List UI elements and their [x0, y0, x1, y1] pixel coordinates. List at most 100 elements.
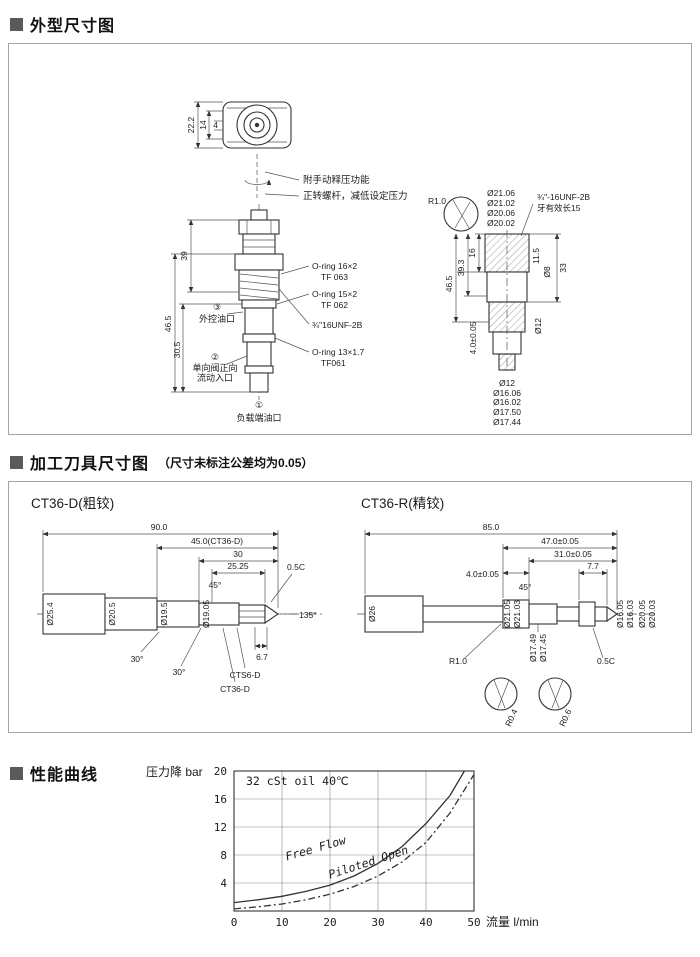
tool-ct36r-title: CT36-R(精铰) [361, 496, 444, 511]
y-tick-label: 4 [220, 877, 227, 890]
dim-r1-0: R1.0 [428, 196, 446, 206]
dim-dia-26: Ø26 [367, 606, 377, 622]
dim-r0-4: R0.4 [503, 707, 520, 728]
dim-r1-0-tool: R1.0 [449, 656, 467, 666]
dim-47-0: 47.0±0.05 [541, 536, 579, 546]
section-title-tools: 加工刀具尺寸图 [30, 456, 150, 473]
valve-profile [234, 204, 284, 400]
dim-46-5-cavity: 46.5 [444, 275, 454, 292]
dim-30-5: 30.5 [172, 341, 182, 358]
dim-0-5c: 0.5C [287, 562, 305, 572]
port-3-number: ③ [213, 302, 221, 312]
dim-4-0: 4.0±0.05 [468, 321, 478, 354]
dim-dia-17-44: Ø17.44 [493, 417, 521, 427]
callout-tf061: TF061 [321, 358, 346, 368]
dim-dia-21-02: Ø21.02 [487, 198, 515, 208]
section-header-curve: 性能曲线 [10, 761, 142, 785]
y-tick-label: 12 [214, 821, 227, 834]
port-1-label: 负载端油口 [236, 412, 281, 423]
dim-16: 16 [467, 248, 477, 258]
dim-dia-17-50: Ø17.50 [493, 407, 521, 417]
dim-dia-20-5: Ø20.5 [107, 602, 117, 625]
tool-drawing-frame: CT36-D(粗铰) 90.0 45.0(CT36-D) 30 [8, 481, 692, 733]
section-marker-icon [10, 455, 23, 469]
tool-drawings: CT36-D(粗铰) 90.0 45.0(CT36-D) 30 [31, 496, 657, 728]
dim-39: 39 [179, 251, 189, 261]
mark-cts6d: CTS6-D [230, 670, 261, 680]
y-tick-label: 20 [214, 765, 227, 778]
curve-label-free-flow: Free Flow [284, 833, 349, 864]
x-tick-label: 10 [275, 916, 288, 929]
dim-dia-20-03: Ø20.03 [647, 600, 657, 628]
note-manual-release: 附手动释压功能 [303, 174, 370, 186]
dim-45deg: 45° [209, 580, 222, 590]
dim-dia-21-05: Ø21.05 [502, 600, 512, 628]
curve-piloted-open [233, 774, 475, 910]
mark-ct36d: CT36-D [220, 684, 250, 694]
y-tick-label: 16 [214, 793, 227, 806]
dim-25-25: 25.25 [227, 561, 249, 571]
rotation-symbol [244, 154, 272, 198]
cavity-section-view: R1.0 Ø21.06 Ø21.02 Ø20.06 Ø20.02 ¾"-16UN… [428, 188, 590, 427]
dim-45-0: 45.0(CT36-D) [191, 536, 243, 546]
x-tick-label: 20 [323, 916, 336, 929]
dim-dia-16-02: Ø16.02 [493, 397, 521, 407]
dim-7-7: 7.7 [587, 561, 599, 571]
valve-top-view: 22.2 14 4 [186, 101, 292, 149]
dim-r0-6: R0.6 [557, 707, 574, 728]
dim-0-5c-tool: 0.5C [597, 656, 615, 666]
dim-dia-20-06: Ø20.06 [487, 208, 515, 218]
dim-dia-12-mid: Ø12 [533, 318, 543, 334]
y-axis-label: 压力降 bar [146, 765, 203, 779]
section-marker-icon [10, 766, 23, 780]
port-2-label-b: 流动入口 [197, 372, 233, 383]
dim-30deg-a: 30° [131, 654, 144, 664]
port-1-number: ① [255, 400, 263, 410]
dim-dia-21-03: Ø21.03 [512, 600, 522, 628]
note-adjustment: 正转螺杆，减低设定压力 [303, 190, 408, 202]
dim-dia-21-06: Ø21.06 [487, 188, 515, 198]
section-title-curve: 性能曲线 [30, 767, 99, 784]
callout-tf063: TF 063 [321, 272, 348, 282]
dim-height-14: 14 [198, 120, 208, 130]
dim-dia-25-4: Ø25.4 [45, 602, 55, 625]
profile-dimensions: 39 46.5 30.5 [163, 219, 259, 393]
dim-46-5: 46.5 [163, 315, 173, 332]
dim-135deg: 135° [299, 610, 317, 620]
dim-11-5: 11.5 [531, 248, 541, 264]
y-tick-label: 8 [220, 849, 227, 862]
section-marker-icon [10, 17, 23, 31]
outline-drawing-frame: 22.2 14 4 附手动释压功能 正转螺杆，减低设定压力 [8, 43, 692, 435]
dim-30: 30 [233, 549, 243, 559]
port-2-number: ② [211, 352, 219, 362]
section-header-outline: 外型尺寸图 [10, 12, 692, 36]
dim-dia-17-49: Ø17.49 [528, 634, 538, 662]
dim-90-0: 90.0 [151, 522, 168, 532]
curve-free-flow [233, 770, 465, 904]
callout-tf062: TF 062 [321, 300, 348, 310]
x-axis-label: 流量 l/min [486, 915, 539, 929]
x-tick-label: 50 [467, 916, 480, 929]
tool-ct36d-title: CT36-D(粗铰) [31, 496, 114, 511]
section-title-outline: 外型尺寸图 [30, 18, 116, 35]
x-tick-label: 40 [419, 916, 432, 929]
dim-height-4: 4 [213, 120, 218, 130]
port-labels: ③ 外控油口 ② 单向阀正向 流动入口 ① 负载端油口 [192, 302, 281, 423]
tool-ct36r: CT36-R(精铰) 85.0 47.0±0.05 31.0±0 [357, 496, 657, 728]
section-subtitle-tools: （尺寸未标注公差均为0.05） [158, 455, 314, 470]
callout-thread: ¾"16UNF-2B [312, 320, 363, 330]
function-notes: 附手动释压功能 正转螺杆，减低设定压力 [264, 171, 408, 202]
seal-callouts: O-ring 16×2 TF 063 O-ring 15×2 TF 062 ¾"… [274, 261, 364, 368]
dim-33: 33 [558, 263, 568, 273]
dim-4-0-tool: 4.0±0.05 [466, 569, 499, 579]
outline-drawing: 22.2 14 4 附手动释压功能 正转螺杆，减低设定压力 [163, 101, 590, 427]
x-tick-label: 0 [231, 916, 238, 929]
dim-cavity-thread: ¾"-16UNF-2B [537, 192, 590, 202]
dim-85-0: 85.0 [483, 522, 500, 532]
callout-oring-16x2: O-ring 16×2 [312, 261, 357, 271]
dim-dia-8: Ø8 [542, 266, 552, 278]
port-3-label: 外控油口 [199, 313, 235, 324]
chart-annotation: 32 cSt oil 40℃ [246, 774, 349, 788]
